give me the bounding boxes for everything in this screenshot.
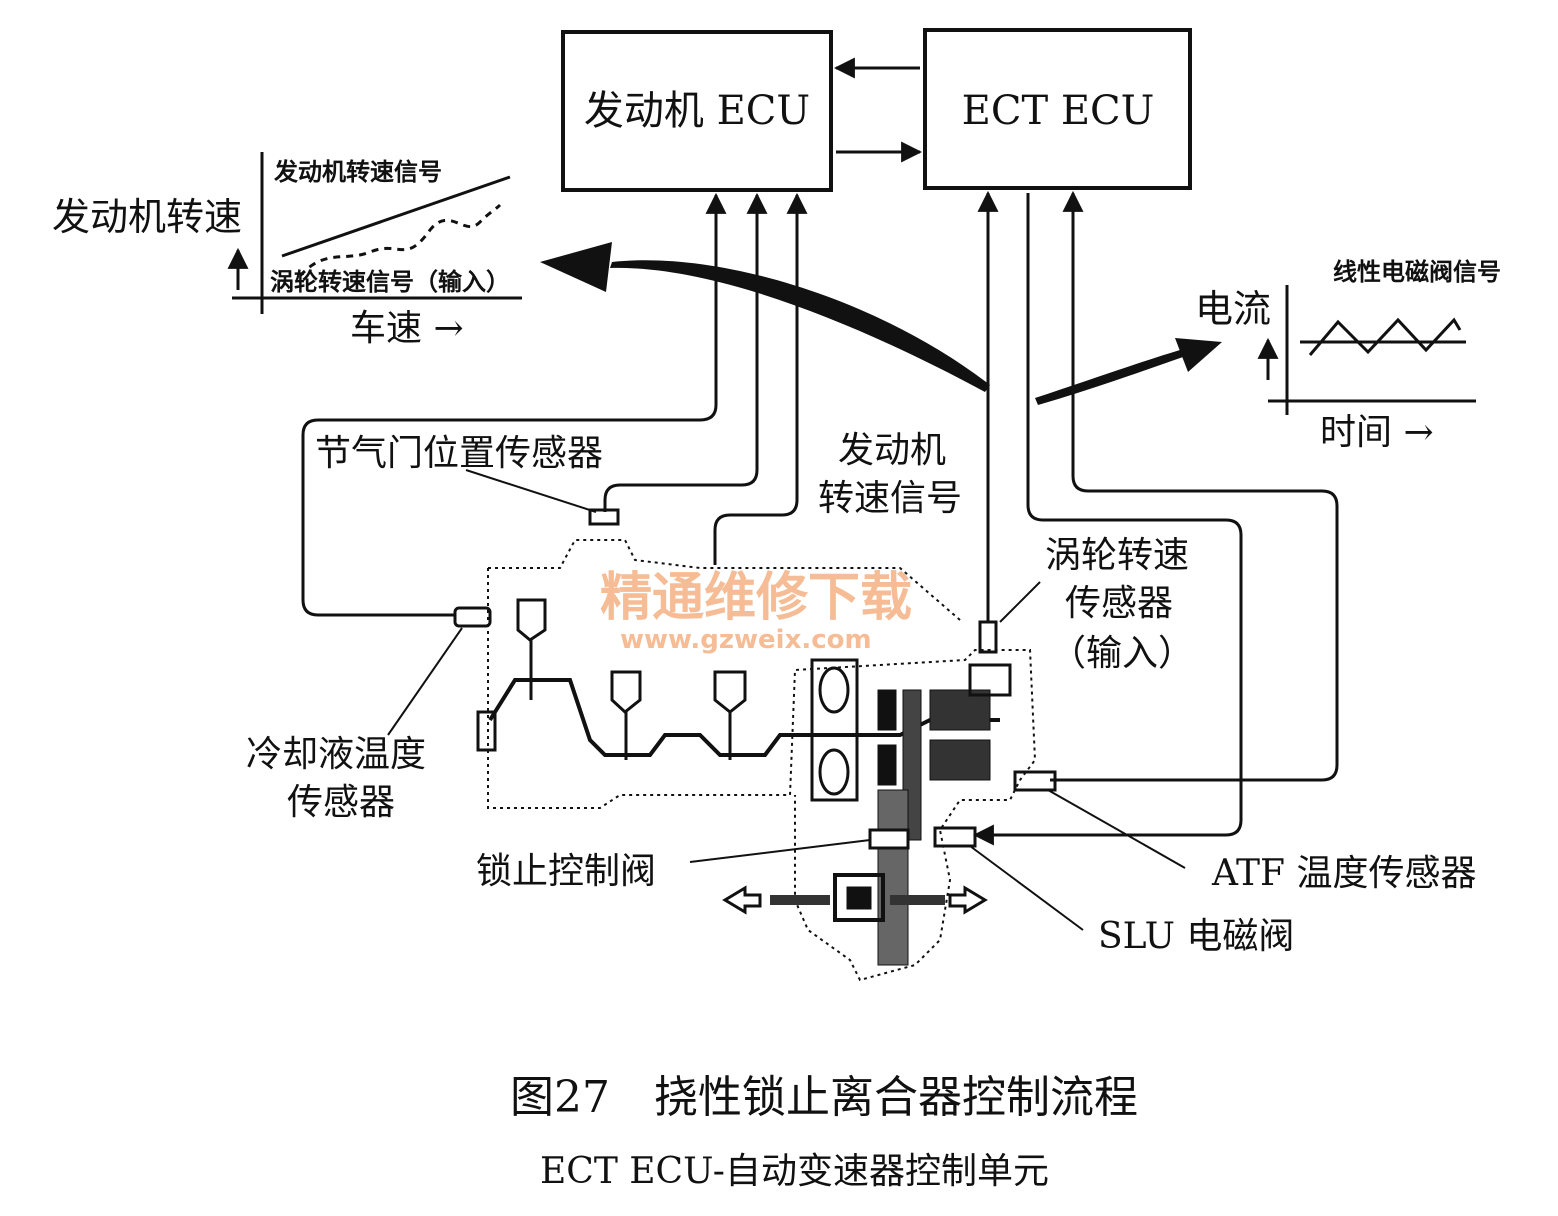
throttle-signal-wire — [603, 192, 768, 512]
turbine-speed-signal-line — [298, 203, 502, 277]
atf-leader — [1047, 789, 1186, 869]
linear-solenoid-graph: 线性电磁阀信号 电流 时间 → — [1195, 258, 1501, 453]
current-waveform — [1308, 317, 1462, 356]
arrow-to-left-graph-body — [610, 260, 990, 392]
coolant-signal-wire — [301, 192, 727, 617]
engine-speed-label-1: 发动机 — [838, 430, 946, 471]
engine-transmission-sketch — [453, 508, 1057, 982]
arrow-to-left-graph-head — [540, 242, 612, 292]
left-graph-x-label: 车速 → — [350, 308, 464, 349]
engine-speed-graph: 发动机转速 发动机转速信号 涡轮转速信号（输入） 车速 → — [52, 152, 522, 349]
watermark-url: www.gzweix.com — [620, 625, 872, 655]
lockup-leader — [689, 839, 871, 863]
left-graph-y-label: 发动机转速 — [52, 195, 242, 239]
atf-temp-wire — [1050, 190, 1339, 782]
turbine-sensor-label-1: 涡轮转速 — [1045, 535, 1189, 576]
throttle-leader — [465, 469, 597, 513]
watermark-text: 精通维修下载 — [600, 568, 912, 628]
right-graph-x-label: 时间 → — [1320, 412, 1434, 453]
left-graph-top-line-label: 发动机转速信号 — [273, 158, 442, 186]
engine-ecu-label: 发动机 ECU — [584, 88, 810, 134]
engine-speed-signal-line — [281, 175, 511, 258]
figure-subcaption: ECT ECU-自动变速器控制单元 — [540, 1151, 1049, 1192]
ect-ecu-label: ECT ECU — [962, 88, 1155, 134]
arrow-to-right-graph-body — [1035, 350, 1183, 405]
coolant-leader — [387, 627, 463, 736]
throttle-sensor-label: 节气门位置传感器 — [315, 433, 603, 474]
left-graph-bottom-line-label: 涡轮转速信号（输入） — [270, 268, 510, 296]
engine-speed-signal-wire — [713, 192, 808, 565]
slu-valve-label: SLU 电磁阀 — [1098, 916, 1294, 957]
engine-ecu-box: 发动机 ECU — [561, 30, 833, 192]
ect-ecu-box: ECT ECU — [923, 28, 1192, 190]
right-graph-title: 线性电磁阀信号 — [1333, 258, 1501, 286]
slu-leader — [969, 845, 1084, 931]
turbine-leader — [999, 581, 1041, 623]
engine-speed-label-2: 转速信号 — [818, 478, 962, 519]
atf-sensor-label: ATF 温度传感器 — [1211, 853, 1476, 894]
arrow-to-right-graph-head — [1175, 338, 1222, 372]
slu-control-wire — [972, 193, 1243, 846]
figure-caption: 图27 挠性锁止离合器控制流程 — [510, 1072, 1138, 1123]
coolant-sensor-label-1: 冷却液温度 — [246, 734, 426, 775]
turbine-sensor-label-2: 传感器 — [1065, 583, 1173, 624]
turbine-sensor-label-3: （输入） — [1050, 633, 1194, 674]
lockup-valve-label: 锁止控制阀 — [476, 851, 656, 892]
coolant-sensor-label-2: 传感器 — [287, 782, 395, 823]
right-graph-y-label: 电流 — [1195, 287, 1271, 331]
